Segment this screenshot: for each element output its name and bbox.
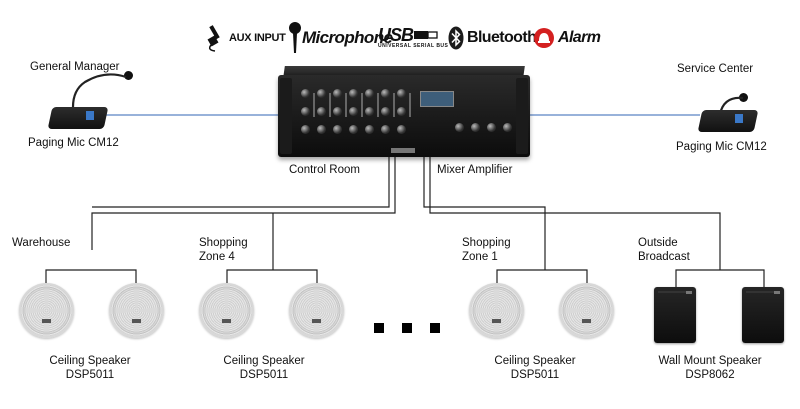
amp-display-icon <box>420 91 454 107</box>
ceiling-speaker-icon <box>19 283 74 338</box>
amp-fader-icon <box>409 93 411 117</box>
mixer-amplifier-label: Mixer Amplifier <box>437 164 513 176</box>
zone4-bus <box>226 269 318 283</box>
amp-fader-icon <box>393 93 395 117</box>
zone-label-warehouse: Warehouse <box>12 237 71 249</box>
left-mic-owner: General Manager <box>30 61 120 73</box>
amp-knob-icon <box>381 107 390 116</box>
amp-knob-icon <box>381 125 390 134</box>
amp-knob-icon <box>365 125 374 134</box>
right-trunk <box>423 157 546 270</box>
zone-label-shopping-1: Shopping Zone 1 <box>462 237 511 263</box>
aux-plug-icon <box>207 25 220 52</box>
bluetooth-feature: Bluetooth <box>448 18 537 58</box>
more-zones-dot <box>402 323 412 333</box>
gooseneck-icon <box>71 73 127 108</box>
control-room-label: Control Room <box>289 164 360 176</box>
amp-knob-icon <box>471 123 480 132</box>
warehouse-bus <box>45 269 137 283</box>
more-zones-dot <box>430 323 440 333</box>
amp-fader-icon <box>377 93 379 117</box>
amp-knob-icon <box>365 107 374 116</box>
amp-knob-icon <box>349 107 358 116</box>
microphone-icon <box>289 22 301 53</box>
alarm-feature: Alarm <box>533 18 601 58</box>
amp-knob-icon <box>301 89 310 98</box>
amp-knob-icon <box>317 125 326 134</box>
amp-knob-icon <box>381 89 390 98</box>
amp-knob-icon <box>349 125 358 134</box>
right-mic-owner: Service Center <box>677 63 754 75</box>
usb-plug-icon <box>414 31 438 39</box>
mic-head-icon <box>124 71 133 80</box>
ceiling-speaker-icon <box>199 283 254 338</box>
ceiling-speaker-icon <box>289 283 344 338</box>
amp-fader-icon <box>345 93 347 117</box>
amp-knob-icon <box>397 107 406 116</box>
amp-knob-icon <box>317 89 326 98</box>
bluetooth-icon <box>448 26 464 50</box>
amp-knob-icon <box>397 125 406 134</box>
amp-knob-icon <box>487 123 496 132</box>
amp-fader-icon <box>329 93 331 117</box>
mic-head-icon <box>739 93 748 102</box>
left-mic-model: Paging Mic CM12 <box>28 137 119 149</box>
usb-label: USB <box>378 25 414 45</box>
right-mic-model: Paging Mic CM12 <box>676 141 767 153</box>
aux-input-feature: AUX INPUT <box>205 18 286 58</box>
bluetooth-label: Bluetooth <box>467 29 537 46</box>
left-trunk <box>91 157 396 250</box>
amp-knob-icon <box>455 123 464 132</box>
microphone-label: Microphone <box>302 28 393 47</box>
amp-knob-icon <box>349 89 358 98</box>
amp-knob-icon <box>333 107 342 116</box>
ceiling-speaker-icon <box>559 283 614 338</box>
wall-speaker-icon <box>742 287 784 343</box>
zone-label-shopping-4: Shopping Zone 4 <box>199 237 248 263</box>
alarm-icon <box>534 28 554 48</box>
amp-knob-icon <box>365 89 374 98</box>
ceiling-speaker-icon <box>109 283 164 338</box>
zone1-bus <box>496 269 588 283</box>
amp-knob-icon <box>333 125 342 134</box>
amp-knob-icon <box>301 107 310 116</box>
amp-knob-icon <box>397 89 406 98</box>
microphone-feature: Microphone <box>288 18 393 58</box>
more-zones-dot <box>374 323 384 333</box>
amp-knob-icon <box>333 89 342 98</box>
alarm-label: Alarm <box>558 29 601 46</box>
mic-screen-icon <box>86 111 94 120</box>
amp-knob-icon <box>317 107 326 116</box>
amp-fader-icon <box>361 93 363 117</box>
zone-label-outside: Outside Broadcast <box>638 237 690 263</box>
amp-knob-icon <box>503 123 512 132</box>
amp-fader-icon <box>313 93 315 117</box>
ceiling-speaker-icon <box>469 283 524 338</box>
outside-bus <box>675 269 765 287</box>
mic-screen-icon <box>735 114 743 123</box>
usb-feature: USB UNIVERSAL SERIAL BUS <box>378 18 448 58</box>
amp-knob-icon <box>301 125 310 134</box>
aux-input-label: AUX INPUT <box>229 32 286 44</box>
usb-sub-label: UNIVERSAL SERIAL BUS <box>378 43 449 49</box>
wall-speaker-icon <box>654 287 696 343</box>
